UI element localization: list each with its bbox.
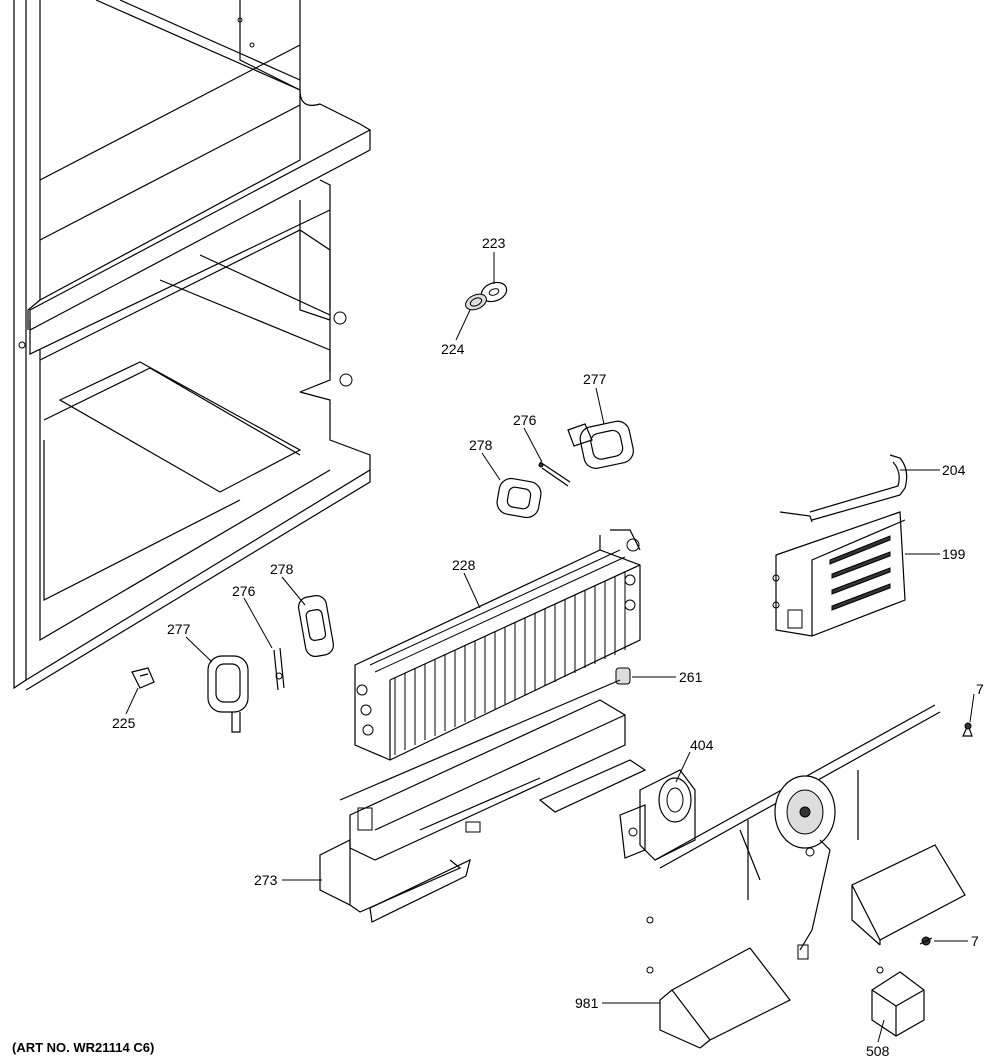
- part-228-evaporator: [354, 529, 641, 761]
- part-273-drain-pan: [319, 699, 647, 923]
- callout-278-lower: 278: [270, 561, 294, 577]
- callout-273: 273: [254, 872, 278, 888]
- callout-224: 224: [441, 341, 465, 357]
- callout-228: 228: [452, 557, 476, 573]
- callout-276-upper: 276: [513, 412, 537, 428]
- callout-223: 223: [482, 235, 506, 251]
- cabinet-liner: [13, 0, 371, 691]
- part-261-thermostat: [339, 667, 631, 801]
- part-278-lower-gasket: [297, 595, 335, 657]
- part-199-evap-cover: [772, 511, 906, 637]
- part-204-shroud: [779, 454, 908, 523]
- part-981-cover: [646, 916, 791, 1049]
- callout-404: 404: [690, 737, 714, 753]
- part-404-control: [619, 769, 696, 861]
- part-225-clip: [131, 667, 155, 689]
- callout-981: 981: [575, 995, 599, 1011]
- part-277-lower-bracket: [207, 655, 249, 733]
- part-276-lower-clip: [273, 647, 285, 691]
- part-224-grommet: [465, 293, 487, 311]
- part-7-screw-lower: [919, 936, 933, 946]
- callout-199: 199: [942, 546, 966, 562]
- part-278-upper-gasket: [496, 477, 542, 519]
- callout-277-upper: 277: [583, 371, 607, 387]
- part-508-cover: [871, 966, 925, 1037]
- callout-7-upper: 7: [976, 681, 984, 697]
- callout-277-lower: 277: [167, 621, 191, 637]
- part-277-upper: [567, 420, 634, 469]
- part-7-screw-upper: [962, 722, 973, 737]
- leader-lines: [125, 252, 975, 1043]
- callout-labels: 223 224 277 276 278 204 199 228 278 276 …: [112, 235, 984, 1059]
- callout-261: 261: [679, 669, 703, 685]
- callout-7-lower: 7: [971, 933, 979, 949]
- part-276-upper-clip: [538, 461, 571, 487]
- callout-276-lower: 276: [232, 583, 256, 599]
- fan-assembly: [654, 704, 941, 960]
- art-number: (ART NO. WR21114 C6): [12, 1040, 154, 1055]
- fan-cover-right: [851, 844, 966, 946]
- callout-225: 225: [112, 715, 136, 731]
- callout-278-upper: 278: [469, 437, 493, 453]
- callout-508: 508: [866, 1043, 890, 1059]
- callout-204: 204: [942, 462, 966, 478]
